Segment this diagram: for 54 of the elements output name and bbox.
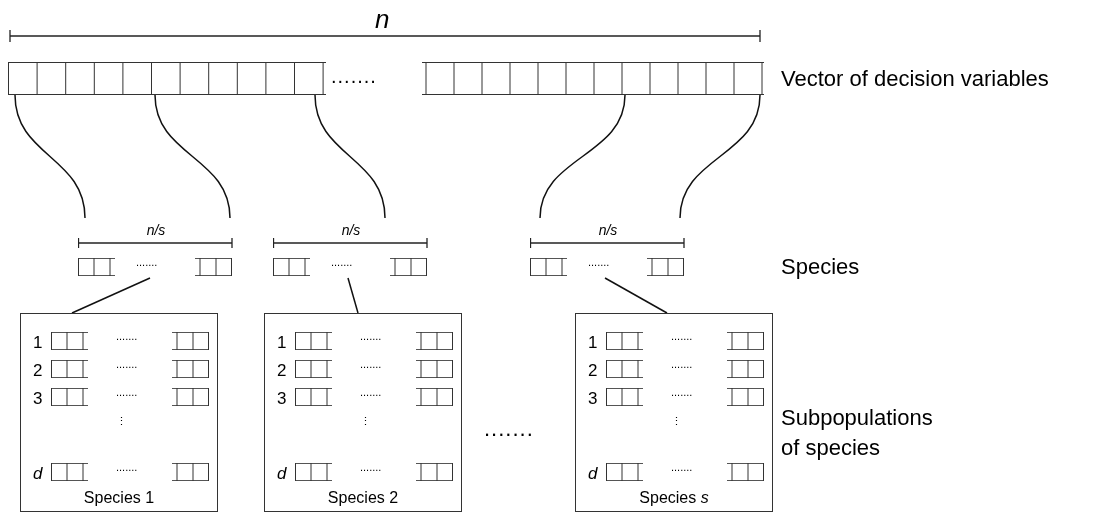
row-number: 1 (588, 332, 598, 354)
curved-connector (679, 94, 761, 219)
dimension-label: n/s (597, 222, 619, 238)
row-number: 3 (588, 388, 598, 410)
ellipsis: ⋮ (671, 414, 682, 428)
dimension-label: n/s (145, 222, 167, 238)
row-number: d (277, 463, 287, 485)
curved-connector (314, 94, 386, 219)
row-number: d (588, 463, 598, 485)
curved-connector (14, 94, 86, 219)
subpopulation-box (264, 313, 462, 512)
ellipsis: ....... (671, 460, 693, 475)
ellipsis: ....... (360, 357, 382, 372)
ellipsis: ⋮ (116, 414, 127, 428)
side-label: Species (781, 253, 860, 281)
ellipsis: ....... (588, 255, 610, 270)
ellipsis: ....... (331, 255, 353, 270)
variable-vector (8, 62, 764, 95)
ellipsis: ....... (360, 460, 382, 475)
row-number: 3 (277, 388, 287, 410)
row-number: 1 (33, 332, 43, 354)
box-title: Species s (638, 488, 710, 508)
ellipsis: ....... (671, 357, 693, 372)
ellipsis: ....... (484, 415, 534, 443)
ellipsis: ....... (331, 64, 377, 89)
ellipsis: ....... (671, 329, 693, 344)
subpopulation-box (575, 313, 773, 512)
dimension-label: n/s (340, 222, 362, 238)
row-number: 2 (588, 360, 598, 382)
ellipsis: ....... (360, 329, 382, 344)
ellipsis: ....... (360, 385, 382, 400)
ellipsis: ....... (116, 329, 138, 344)
ellipsis: ....... (671, 385, 693, 400)
ellipsis: ⋮ (360, 414, 371, 428)
connector-line (347, 277, 359, 314)
curved-connector (539, 94, 626, 219)
ellipsis: ....... (136, 255, 158, 270)
ellipsis: ....... (116, 460, 138, 475)
side-label: Vector of decision variables (781, 65, 1050, 93)
ellipsis: ....... (116, 385, 138, 400)
connector-line (604, 277, 668, 314)
curved-connector (154, 94, 231, 219)
side-label: Subpopulations of species (781, 404, 934, 462)
row-number: 3 (33, 388, 43, 410)
box-title: Species 1 (82, 488, 156, 508)
row-number: 2 (277, 360, 287, 382)
dimension-label: n (375, 3, 390, 36)
row-number: d (33, 463, 43, 485)
connector-line (71, 277, 151, 314)
subpopulation-box (20, 313, 218, 512)
box-title: Species 2 (326, 488, 400, 508)
row-number: 1 (277, 332, 287, 354)
ellipsis: ....... (116, 357, 138, 372)
row-number: 2 (33, 360, 43, 382)
